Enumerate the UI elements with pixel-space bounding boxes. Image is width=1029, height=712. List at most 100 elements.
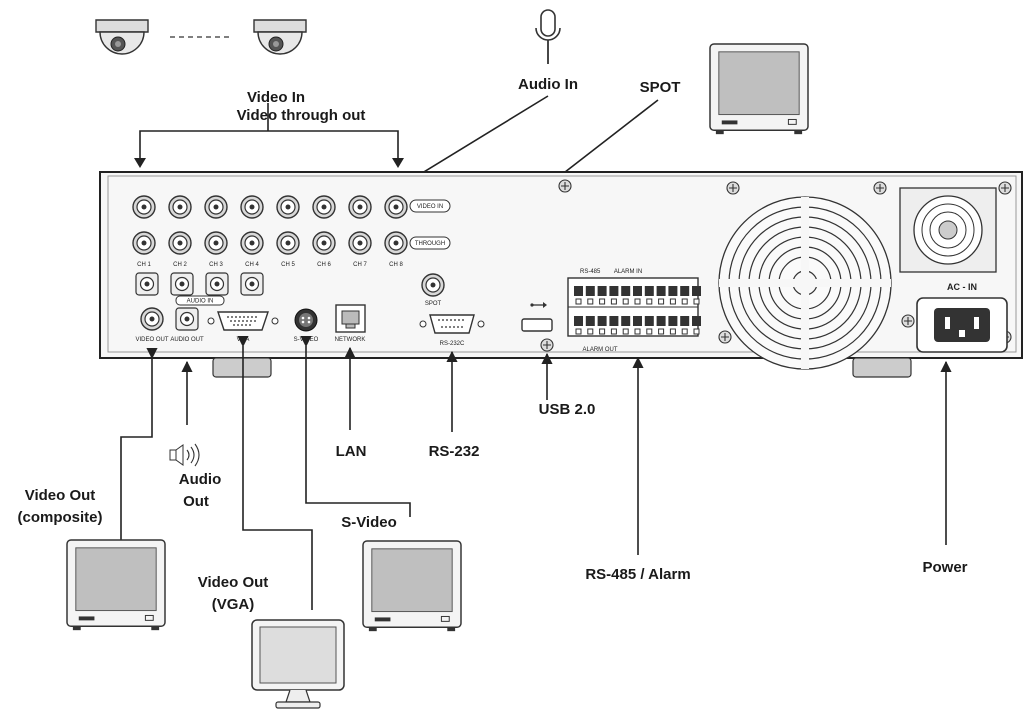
terminal-slot (646, 298, 653, 305)
bnc-connector[interactable] (276, 231, 300, 255)
video-in-tag-text: VIDEO IN (417, 204, 443, 210)
rca-jack[interactable] (205, 272, 229, 296)
s-video-port[interactable] (294, 308, 318, 332)
bnc-connector[interactable] (312, 195, 336, 219)
terminal-slot (622, 298, 629, 305)
arrow-head (392, 158, 404, 168)
terminal-screw[interactable] (633, 316, 642, 326)
terminal-slot (599, 298, 606, 305)
terminal-slot (658, 328, 665, 335)
terminal-screw[interactable] (656, 316, 666, 326)
s-video-tag: S-VIDEO (294, 337, 319, 343)
terminal-slot (575, 298, 582, 305)
usb-port[interactable] (521, 318, 553, 332)
terminal-screw[interactable] (585, 286, 595, 296)
channel-label: CH 1 (137, 262, 151, 268)
monitor-icon (66, 539, 166, 631)
vga-port[interactable] (207, 311, 279, 331)
screw-icon (998, 181, 1012, 195)
audio-out-rca-jack[interactable] (175, 307, 199, 331)
terminal-screw[interactable] (668, 286, 678, 296)
bnc-connector[interactable] (168, 231, 192, 255)
terminal-screw[interactable] (621, 286, 631, 296)
terminal-screw[interactable] (656, 286, 666, 296)
terminal-slot (587, 298, 594, 305)
through-tag (409, 236, 451, 250)
video-out-composite-label-line1: Video Out (25, 487, 96, 504)
terminal-screw[interactable] (609, 316, 619, 326)
usb-icon (530, 302, 547, 308)
bnc-connector[interactable] (384, 195, 408, 219)
bnc-connector[interactable] (312, 231, 336, 255)
audio-in-tag (175, 295, 225, 306)
bnc-connector[interactable] (168, 195, 192, 219)
rca-jack[interactable] (135, 272, 159, 296)
spot-tag: SPOT (425, 301, 442, 307)
lan-label: LAN (336, 443, 367, 460)
power-socket-icon[interactable] (916, 297, 1008, 353)
bnc-connector[interactable] (276, 195, 300, 219)
terminal-screw[interactable] (597, 316, 607, 326)
terminal-screw[interactable] (609, 286, 619, 296)
audio-in-label: Audio In (518, 76, 578, 93)
video-in-tag (409, 199, 451, 213)
s-video-leader (300, 335, 411, 517)
terminal-screw[interactable] (668, 316, 678, 326)
terminal-screw[interactable] (597, 286, 607, 296)
audio-out-tag: AUDIO OUT (170, 337, 204, 343)
channel-label: CH 3 (209, 262, 223, 268)
spot-label: SPOT (640, 79, 681, 96)
screw-icon (540, 338, 554, 352)
terminal-screws (574, 286, 701, 335)
rca-jack[interactable] (170, 272, 194, 296)
video-through-out-label: Video through out (237, 107, 366, 124)
monitor-icon (362, 540, 462, 632)
speaker-icon (169, 443, 200, 467)
arrow-head (134, 158, 146, 168)
network-port[interactable] (335, 304, 366, 333)
screw-icon (726, 181, 740, 195)
audio-out-label-line1: Audio (179, 471, 222, 488)
screw-icon (558, 179, 572, 193)
terminal-slot (587, 328, 594, 335)
terminal-slot (669, 328, 676, 335)
bnc-connector[interactable] (204, 231, 228, 255)
terminal-screw[interactable] (680, 316, 690, 326)
bnc-connector[interactable] (348, 231, 372, 255)
terminal-screw[interactable] (621, 316, 631, 326)
bnc-connector[interactable] (348, 195, 372, 219)
terminal-screw[interactable] (692, 316, 701, 326)
video-in-bracket (139, 130, 399, 166)
spot-bnc-connector[interactable] (421, 273, 445, 297)
terminal-screw[interactable] (680, 286, 690, 296)
terminal-slot (646, 328, 653, 335)
fan-icon (718, 196, 892, 370)
video-out-bnc-connector[interactable] (140, 307, 164, 331)
video-out-tag: VIDEO OUT (135, 337, 168, 343)
terminal-screw[interactable] (633, 286, 642, 296)
bnc-connector[interactable] (204, 195, 228, 219)
microphone-icon (535, 9, 561, 64)
camera-icon (253, 19, 307, 55)
terminal-slot (610, 298, 617, 305)
terminal-screw[interactable] (644, 316, 654, 326)
terminal-slot (575, 328, 582, 335)
rca-jack[interactable] (240, 272, 264, 296)
monitor-icon (251, 619, 345, 709)
bnc-connector[interactable] (240, 231, 264, 255)
bnc-connector[interactable] (384, 231, 408, 255)
bnc-connector[interactable] (132, 231, 156, 255)
rs232-label: RS-232 (429, 443, 480, 460)
terminal-screw[interactable] (574, 316, 583, 326)
terminal-screw[interactable] (585, 316, 595, 326)
bnc-connector[interactable] (240, 195, 264, 219)
terminal-screw[interactable] (644, 286, 654, 296)
bnc-connector[interactable] (132, 195, 156, 219)
terminal-screw[interactable] (692, 286, 701, 296)
terminal-slot (658, 298, 665, 305)
terminal-slot (693, 328, 700, 335)
ac-in-tag: AC - IN (947, 282, 977, 292)
rs232-port[interactable] (419, 314, 485, 334)
network-tag: NETWORK (335, 337, 366, 343)
terminal-screw[interactable] (574, 286, 583, 296)
